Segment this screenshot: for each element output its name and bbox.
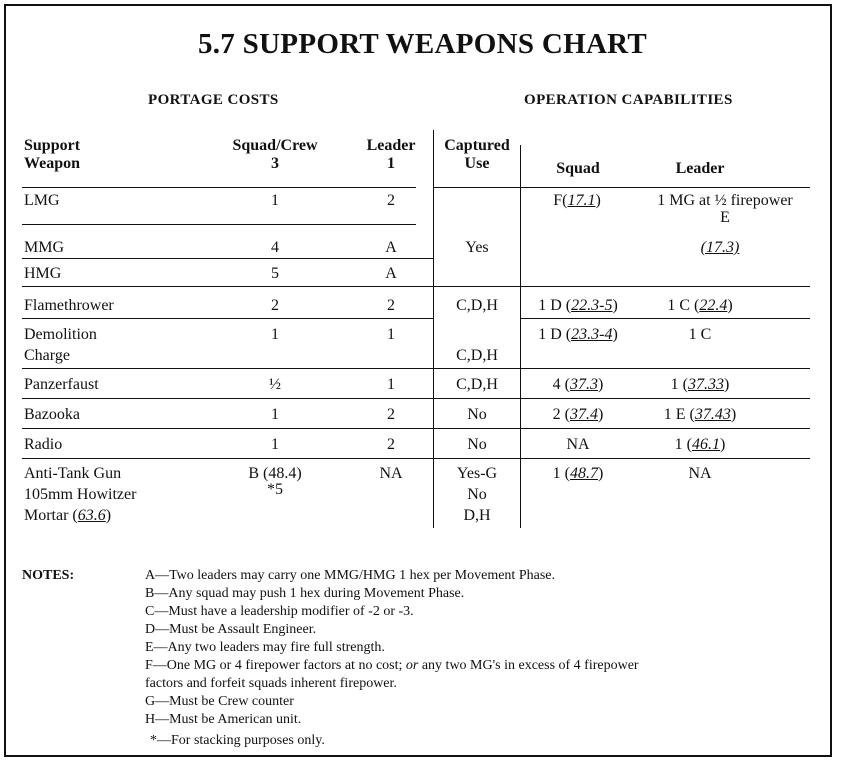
header-squad-crew-2: 3 — [271, 155, 279, 172]
header-captured-1: Captured — [444, 137, 510, 154]
row-hmg-name: HMG — [24, 265, 62, 282]
row-radio-op-leader: 1 (46.1) — [674, 436, 726, 453]
rule-flamethrower-a — [22, 318, 433, 319]
row-flamethrower-op-squad: 1 D (22.3-5) — [538, 297, 618, 314]
row-bazooka-squad: 1 — [271, 406, 279, 423]
row-bazooka-leader: 2 — [387, 406, 395, 423]
row-mmg-leader: A — [385, 239, 397, 256]
note-star: *—For stacking purposes only. — [150, 733, 325, 748]
row-flamethrower-name: Flamethrower — [24, 297, 114, 314]
rule-lmg — [22, 224, 416, 225]
note-g: G—Must be Crew counter — [145, 694, 294, 709]
row-demolition-name-2: Charge — [24, 347, 70, 364]
row-bazooka-name: Bazooka — [24, 406, 80, 423]
note-f-continued: factors and forfeit squads inherent fire… — [145, 676, 397, 691]
page-title: 5.7 SUPPORT WEAPONS CHART — [197, 28, 648, 60]
row-radio-squad: 1 — [271, 436, 279, 453]
row-flamethrower-squad: 2 — [271, 297, 279, 314]
note-d: D—Must be Assault Engineer. — [145, 622, 317, 637]
chart-frame — [4, 4, 832, 757]
row-panzerfaust-op-squad: 4 (37.3) — [552, 376, 604, 393]
row-radio-op-squad: NA — [566, 436, 590, 453]
header-leader-1: Leader — [366, 137, 416, 154]
rule-demolition — [22, 368, 810, 369]
row-mg-op-squad: F(17.1) — [553, 192, 601, 209]
header-weapon-1: Support — [24, 137, 81, 154]
rule-header — [22, 187, 416, 188]
row-panzerfaust-leader: 1 — [387, 376, 395, 393]
row-radio-captured: No — [467, 436, 487, 453]
row-panzerfaust-squad: ½ — [269, 376, 281, 393]
row-mg-op-leader-1: 1 MG at ½ firepower — [657, 192, 793, 209]
row-panzerfaust-op-leader: 1 (37.33) — [670, 376, 730, 393]
note-b: B—Any squad may push 1 hex during Moveme… — [145, 586, 465, 601]
section-portage-costs: PORTAGE COSTS — [148, 92, 279, 108]
row-demolition-op-leader: 1 C — [688, 326, 712, 343]
rule-header-op — [520, 187, 810, 188]
row-demolition-op-squad: 1 D (23.3-4) — [538, 326, 618, 343]
header-op-squad: Squad — [556, 160, 600, 177]
row-lmg-name: LMG — [24, 192, 60, 209]
row-atg-squad-1: B (48.4) — [248, 465, 302, 482]
row-flamethrower-leader: 2 — [387, 297, 395, 314]
row-mmg-name: MMG — [24, 239, 65, 256]
row-bazooka-captured: No — [467, 406, 487, 423]
rule-mg-group — [22, 286, 810, 287]
rule-bazooka — [22, 428, 810, 429]
rule-flamethrower-b — [520, 318, 810, 319]
row-atg-op-squad: 1 (48.7) — [552, 465, 604, 482]
row-hmg-squad: 5 — [271, 265, 279, 282]
notes-heading: NOTES: — [22, 568, 75, 583]
note-f: F—One MG or 4 firepower factors at no co… — [145, 658, 639, 673]
row-flamethrower-captured: C,D,H — [456, 297, 498, 314]
row-mmg-squad: 4 — [271, 239, 279, 256]
row-atg-name-1: Anti-Tank Gun — [24, 465, 122, 482]
row-mg-op-leader-ref: (17.3) — [700, 239, 740, 256]
header-weapon-2: Weapon — [24, 155, 81, 172]
row-lmg-squad: 1 — [271, 192, 279, 209]
row-mg-captured: Yes — [465, 239, 489, 256]
note-a: A—Two leaders may carry one MMG/HMG 1 he… — [145, 568, 555, 583]
row-atg-captured-2: No — [467, 486, 487, 503]
rule-mmg — [22, 258, 433, 259]
note-h: H—Must be American unit. — [145, 712, 302, 727]
row-atg-leader: NA — [379, 465, 403, 482]
divider-captured-right — [520, 145, 521, 528]
row-demolition-squad: 1 — [271, 326, 279, 343]
row-radio-leader: 2 — [387, 436, 395, 453]
note-c: C—Must have a leadership modifier of -2 … — [145, 604, 414, 619]
row-flamethrower-op-leader: 1 C (22.4) — [667, 297, 733, 314]
row-panzerfaust-captured: C,D,H — [456, 376, 498, 393]
row-demolition-leader: 1 — [387, 326, 395, 343]
header-leader-2: 1 — [387, 155, 395, 172]
row-bazooka-op-leader: 1 E (37.43) — [663, 406, 737, 423]
row-mg-op-leader-2: E — [720, 209, 730, 226]
divider-captured-left — [433, 130, 434, 528]
row-lmg-leader: 2 — [387, 192, 395, 209]
rule-radio — [22, 458, 810, 459]
row-radio-name: Radio — [24, 436, 63, 453]
rule-header-captured — [433, 187, 520, 188]
row-demolition-name-1: Demolition — [24, 326, 97, 343]
header-op-leader: Leader — [675, 160, 725, 177]
section-operation-capabilities: OPERATION CAPABILITIES — [524, 92, 733, 108]
row-atg-captured-1: Yes-G — [456, 465, 498, 482]
row-demolition-captured: C,D,H — [456, 347, 498, 364]
header-captured-2: Use — [464, 155, 490, 172]
note-e: E—Any two leaders may fire full strength… — [145, 640, 385, 655]
row-atg-name-3: Mortar (63.6) — [24, 507, 112, 524]
row-atg-squad-2: *5 — [267, 481, 283, 498]
row-bazooka-op-squad: 2 (37.4) — [552, 406, 604, 423]
rule-panzerfaust — [22, 398, 810, 399]
row-atg-name-2: 105mm Howitzer — [24, 486, 137, 503]
row-panzerfaust-name: Panzerfaust — [24, 376, 99, 393]
row-hmg-leader: A — [385, 265, 397, 282]
row-atg-captured-3: D,H — [463, 507, 491, 524]
header-squad-crew-1: Squad/Crew — [232, 137, 318, 154]
row-atg-op-leader: NA — [688, 465, 712, 482]
